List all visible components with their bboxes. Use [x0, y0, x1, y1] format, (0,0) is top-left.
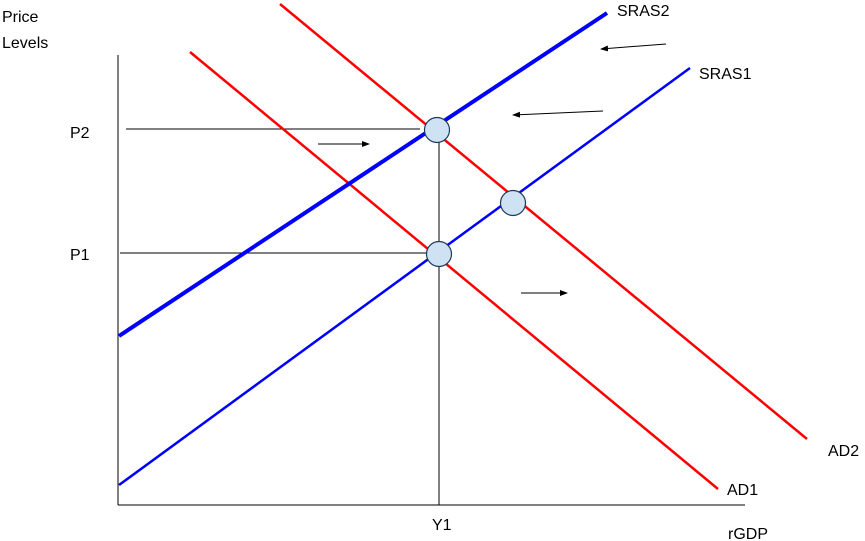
ad2-curve — [279, 3, 808, 440]
ad2-label: AD2 — [828, 443, 859, 460]
equilibrium-point-p2-y1 — [423, 116, 451, 144]
sras1-label: SRAS1 — [699, 66, 752, 83]
sras1-curve — [118, 66, 691, 487]
y-axis-label-line1: Price — [2, 9, 39, 26]
y1-label: Y1 — [432, 517, 452, 534]
equilibrium-point-sras1-ad2 — [499, 189, 527, 217]
y-axis-label-line2: Levels — [2, 35, 48, 52]
sras2-label: SRAS2 — [617, 3, 670, 20]
sras-shift-arrow-lower — [512, 110, 604, 118]
sras-shift-arrow-upper — [600, 43, 667, 52]
x-axis-label: rGDP — [728, 526, 768, 541]
p1-label: P1 — [70, 247, 90, 264]
ad1-label: AD1 — [727, 482, 758, 499]
equilibrium-point-p1-y1 — [425, 240, 453, 268]
sras2-curve — [117, 11, 609, 338]
p2-label: P2 — [70, 125, 90, 142]
ad1-curve — [189, 51, 719, 490]
